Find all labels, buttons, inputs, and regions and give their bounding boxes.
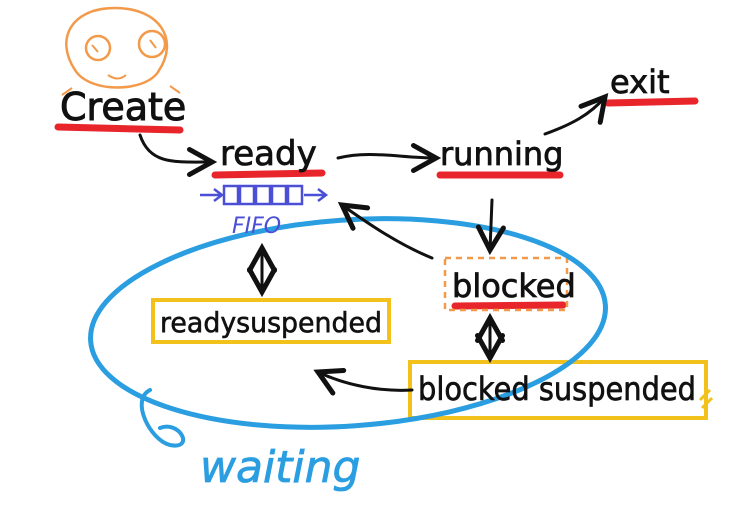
- arrow-running-blocked: [490, 198, 492, 250]
- arrow-blockedsuspended-readysuspended: [318, 372, 414, 390]
- transition-arrows: [138, 97, 605, 390]
- state-create: Create: [60, 85, 186, 129]
- arrow-ready-running: [336, 154, 436, 158]
- suspended-highlights: [151, 298, 714, 420]
- mascot-icon: [61, 6, 181, 96]
- state-blocked-suspended: blocked suspended: [418, 370, 696, 408]
- state-blocked: blocked: [452, 267, 576, 305]
- fifo-queue-icon: [200, 184, 329, 206]
- arrow-blocked-ready: [342, 205, 434, 260]
- fifo-label: FIFO: [232, 214, 281, 239]
- state-underlines: [54, 97, 699, 310]
- state-ready: ready: [220, 134, 317, 174]
- waiting-label: waiting: [200, 442, 360, 493]
- blocked-box: [443, 256, 569, 312]
- arrow-running-exit: [543, 97, 605, 136]
- state-running: running: [440, 135, 563, 173]
- state-ready-suspended: readysuspended: [160, 306, 382, 339]
- arrow-create-ready: [138, 133, 212, 162]
- waiting-swirl: [139, 388, 185, 448]
- state-exit: exit: [610, 63, 670, 101]
